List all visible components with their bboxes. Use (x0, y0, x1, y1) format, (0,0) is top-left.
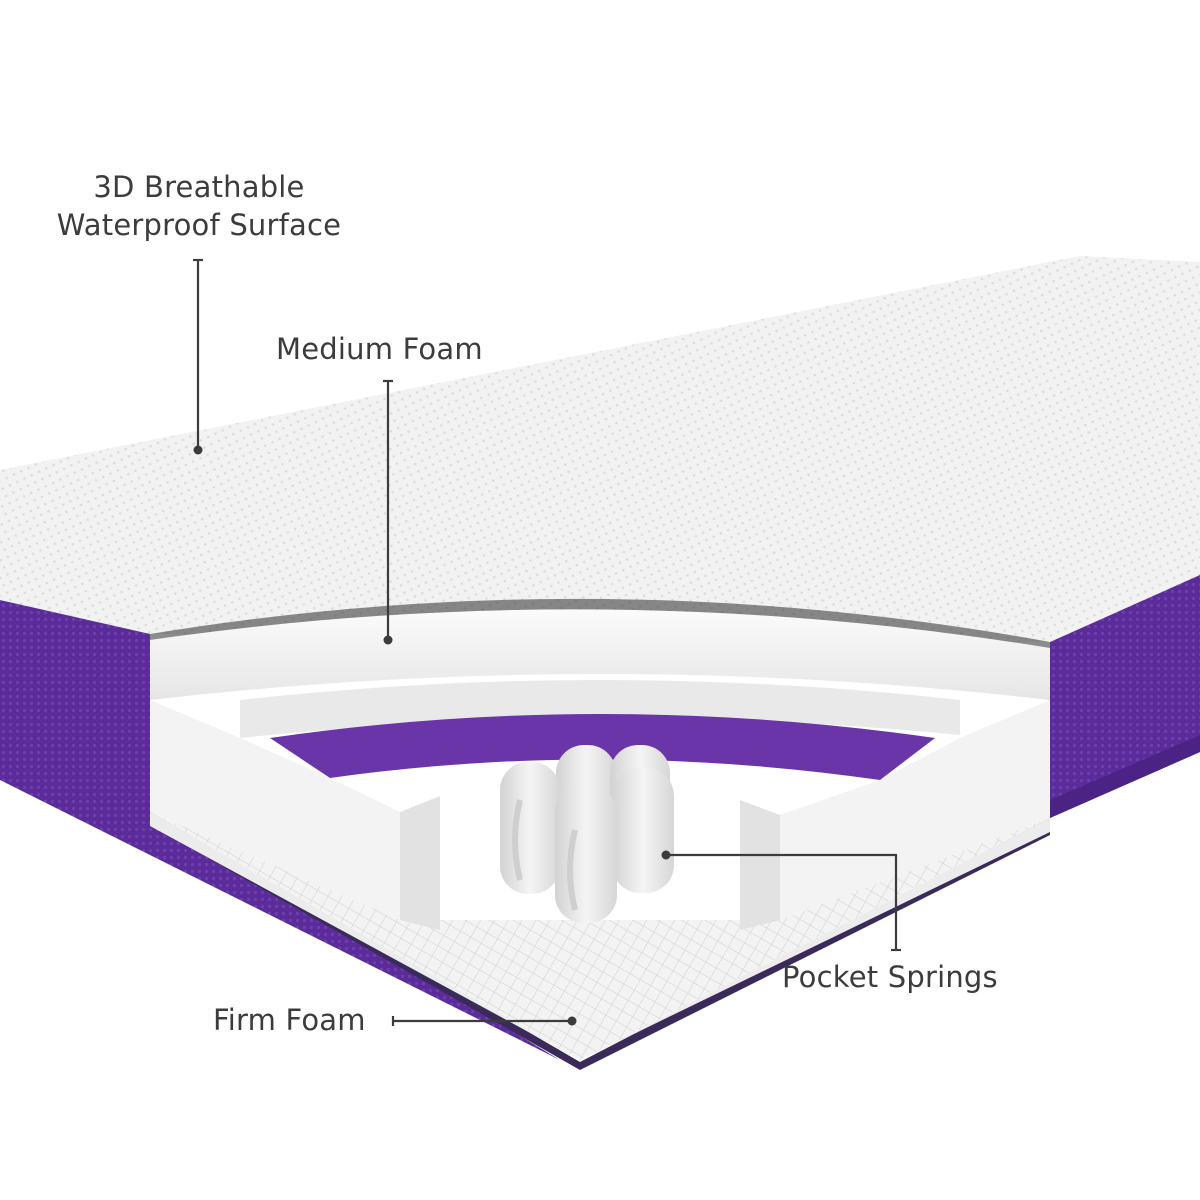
firm-foam-layer (150, 700, 1050, 1070)
mattress-top-cover (0, 256, 1200, 642)
label-surface-line1: 3D Breathable (93, 170, 305, 204)
label-medium-foam: Medium Foam (276, 332, 483, 366)
mattress-side-left (0, 600, 560, 1060)
pocket-springs (500, 745, 674, 923)
leader-medium-foam (383, 379, 393, 645)
purple-comfort-layer (270, 714, 935, 780)
leader-pocket-springs (661, 850, 901, 952)
label-surface-line2: Waterproof Surface (56, 208, 342, 242)
label-pocket-springs: Pocket Springs (782, 960, 998, 994)
leader-firm-foam (391, 1016, 577, 1026)
mattress-side-right (1050, 572, 1200, 818)
label-breathable-surface: 3D Breathable Waterproof Surface (44, 168, 354, 244)
label-firm-foam: Firm Foam (213, 1003, 366, 1037)
leader-surface (193, 258, 203, 455)
